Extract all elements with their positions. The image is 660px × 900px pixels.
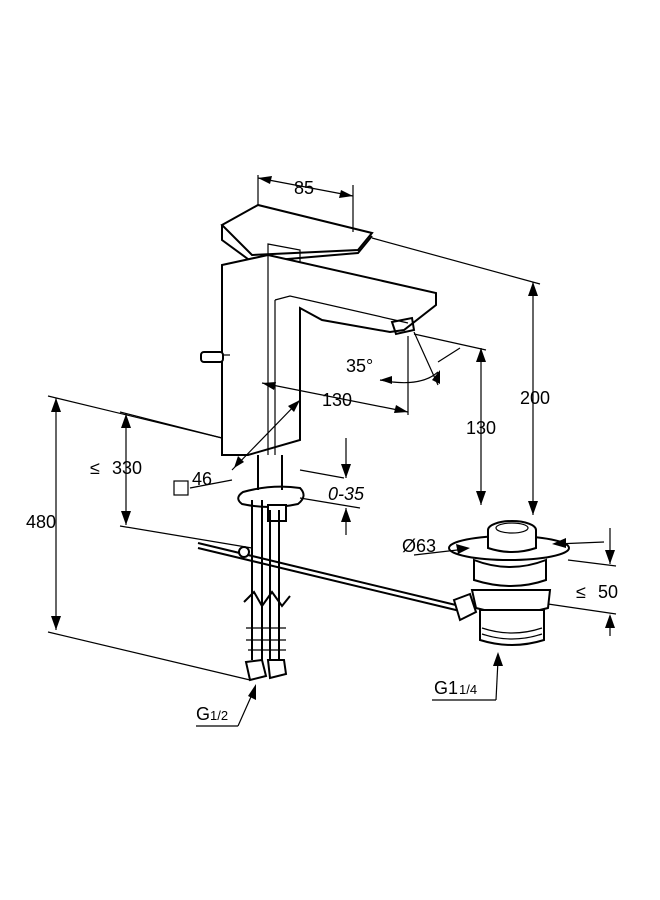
faucet-base bbox=[237, 455, 305, 682]
dimension-0-35: 0-35 bbox=[299, 438, 365, 535]
thread-supply-main: G bbox=[196, 704, 210, 724]
thread-label-waste: G1 1/4 bbox=[432, 652, 503, 701]
angle-label-35: 35° bbox=[346, 356, 373, 376]
thread-waste-main: G1 bbox=[434, 678, 458, 698]
square-outline-icon bbox=[173, 480, 189, 496]
dim-label-200: 200 bbox=[520, 388, 550, 408]
dimension-46: 46 bbox=[173, 399, 301, 496]
dim-label-130-reach: 130 bbox=[322, 390, 352, 410]
dimension-130-reach: 130 bbox=[261, 336, 409, 415]
faucet-handle bbox=[220, 203, 374, 269]
dim-symbol-330: ≤ bbox=[90, 458, 100, 478]
angle-35: 35° bbox=[346, 331, 461, 386]
thread-waste-sub: 1/4 bbox=[459, 682, 477, 697]
dimension-63: Ø63 bbox=[402, 536, 605, 556]
dim-label-0-35: 0-35 bbox=[328, 484, 365, 504]
dimension-130-height: 130 bbox=[413, 333, 496, 505]
dim-symbol-50: ≤ bbox=[576, 582, 586, 602]
dim-label-85: 85 bbox=[294, 178, 314, 198]
dimension-480: 480 bbox=[26, 395, 251, 681]
dimension-85: 85 bbox=[257, 175, 354, 232]
faucet-body bbox=[200, 253, 437, 456]
dimension-50: ≤ 50 bbox=[547, 528, 618, 636]
dim-label-46: 46 bbox=[192, 469, 212, 489]
dim-label-130-height: 130 bbox=[466, 418, 496, 438]
dim-label-330: 330 bbox=[112, 458, 142, 478]
pull-rod bbox=[197, 542, 461, 612]
dim-label-480: 480 bbox=[26, 512, 56, 532]
thread-label-supply: G 1/2 bbox=[196, 684, 256, 727]
waste-valve bbox=[448, 520, 570, 646]
dim-label-63: Ø63 bbox=[402, 536, 436, 556]
dimension-200: 200 bbox=[371, 237, 550, 515]
thread-supply-sub: 1/2 bbox=[210, 708, 228, 723]
dim-label-50: 50 bbox=[598, 582, 618, 602]
